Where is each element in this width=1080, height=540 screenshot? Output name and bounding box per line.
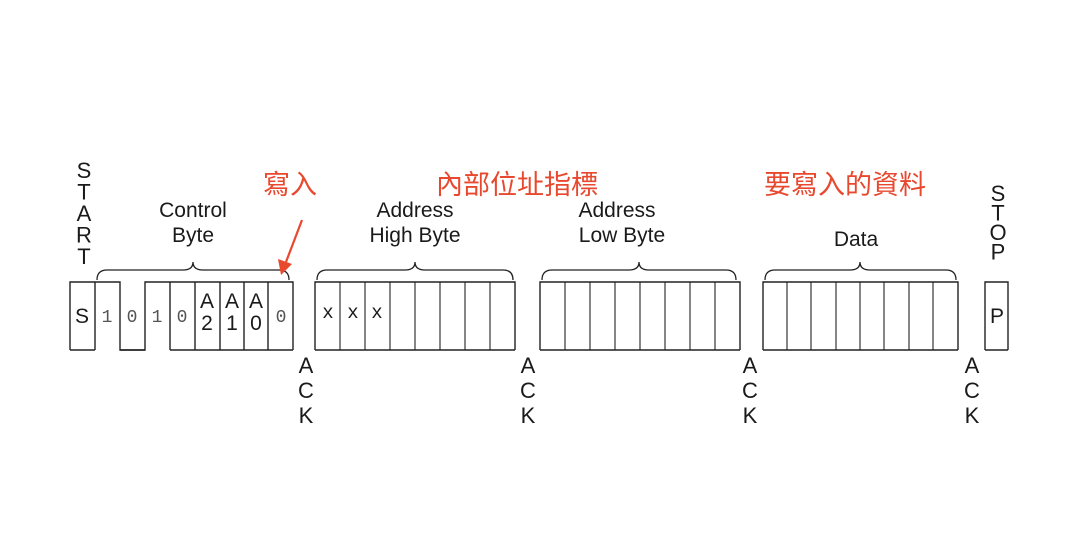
chip-select-a2-top: A <box>200 290 214 313</box>
byte-cell-dividers <box>339 282 934 350</box>
address-high-label-line1: Address <box>376 199 453 222</box>
chip-select-a0-bottom: 0 <box>250 312 262 335</box>
control-bit-4: 0 <box>177 308 188 328</box>
write-annotation: 寫入 <box>263 170 317 201</box>
chip-select-a0-top: A <box>249 290 263 313</box>
dont-care-bit-3: x <box>371 302 382 324</box>
brace-address-low <box>541 261 737 281</box>
chip-select-a1-bottom: 1 <box>226 312 238 335</box>
brace-data <box>764 261 957 281</box>
control-byte-label-line2: Byte <box>172 224 214 247</box>
start-bit: S <box>75 305 89 328</box>
data-annotation: 要寫入的資料 <box>764 170 926 201</box>
control-bit-2: 0 <box>127 308 138 328</box>
data-label: Data <box>834 228 879 251</box>
control-byte-label-line1: Control <box>159 199 227 222</box>
rw-bit: 0 <box>276 308 287 328</box>
address-high-label-line2: High Byte <box>369 224 460 247</box>
brace-address-high <box>316 261 514 281</box>
chip-select-a2-bottom: 2 <box>201 312 213 335</box>
brace-control-byte <box>96 261 290 281</box>
chip-select-a1-top: A <box>225 290 239 313</box>
control-bit-1: 1 <box>102 308 113 328</box>
address-low-label-line1: Address <box>578 199 655 222</box>
write-arrow-head <box>278 259 292 275</box>
stop-bit: P <box>990 305 1004 328</box>
write-arrow-line <box>284 219 304 263</box>
dont-care-bit-2: x <box>347 302 358 324</box>
pointer-annotation: 內部位址指標 <box>436 170 598 201</box>
address-low-label-line2: Low Byte <box>579 224 665 247</box>
dont-care-bit-1: x <box>322 302 333 324</box>
control-bit-3: 1 <box>152 308 163 328</box>
